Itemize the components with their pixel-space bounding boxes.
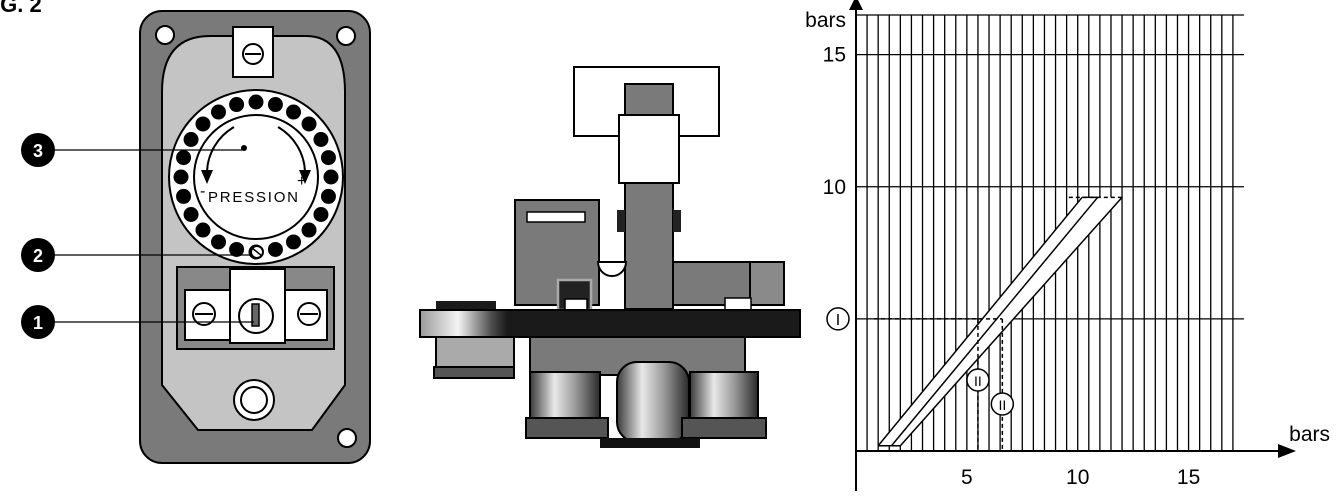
- body-left-slot: [526, 211, 586, 223]
- chart-x-tick-label: 5: [961, 466, 973, 489]
- dial-bead: [286, 104, 301, 120]
- lock-screw-slot: [251, 247, 263, 257]
- left-actuator-foot: [433, 366, 515, 379]
- dial-bead: [195, 116, 211, 132]
- regulator-side-view: [419, 66, 801, 448]
- regulator-front-panel: - + PRESSION 3 2 1: [21, 10, 371, 464]
- dial-bead: [286, 234, 301, 250]
- chart-band-line-lower: [877, 196, 1083, 447]
- dial-plus-sign: +: [297, 173, 306, 190]
- dial-bead: [301, 222, 317, 238]
- figure-label: IG. 2: [0, 0, 42, 17]
- chart-x-axis-label: bars: [1289, 423, 1330, 446]
- bottom-right-nut: [681, 417, 767, 439]
- callout-1-badge: [21, 305, 55, 339]
- body-right-cap: [749, 261, 785, 306]
- callout-3-number: 3: [33, 141, 43, 161]
- dial-bead: [229, 241, 245, 257]
- mounting-screw-hole-top-right: [336, 26, 356, 46]
- body-cup: [596, 261, 628, 277]
- chart-grid: [856, 14, 1244, 451]
- dial-arrow-right-head: [299, 170, 311, 184]
- dial-face: [193, 114, 319, 240]
- chart-marker-II-label: II: [974, 373, 982, 389]
- mounting-screw-hole-top-left: [155, 25, 175, 45]
- left-clip: [436, 301, 496, 310]
- chart-x-axis-arrow: [1278, 444, 1296, 458]
- dial-label: PRESSION: [208, 189, 298, 206]
- dial-arrow-right-arc: [277, 126, 306, 173]
- chart-y-axis-arrow: [849, 0, 863, 10]
- chart-marker-I-circle: [826, 307, 850, 331]
- base-bar: [419, 309, 801, 338]
- dial-bead: [248, 94, 264, 110]
- dial-bead: [211, 104, 226, 120]
- chart-marker-I-label: I: [836, 312, 840, 329]
- dial-minus-sign: -: [200, 183, 205, 200]
- callout-2-number: 2: [33, 246, 43, 266]
- chart-band-line-upper: [890, 196, 1099, 447]
- mounting-screw-hole-bottom-right: [337, 428, 357, 448]
- chart-y-axis-label: bars: [805, 9, 846, 32]
- chart-x-tick-label: 10: [1066, 466, 1089, 489]
- dial-bead: [313, 132, 329, 147]
- chart-band-line-inner: [899, 196, 1123, 447]
- bottom-left-valve: [529, 371, 601, 423]
- adjustment-knob-slot: [251, 303, 260, 327]
- dial-center-dot: [241, 145, 247, 151]
- dial-arrow-left-head: [201, 170, 213, 184]
- dial-bead: [301, 116, 317, 132]
- bottom-left-nut: [525, 417, 609, 439]
- dial-bead: [323, 169, 339, 185]
- dial-bead: [313, 207, 329, 222]
- stem-clip-left: [617, 210, 625, 232]
- dial-bead: [267, 241, 283, 257]
- right-tab: [724, 297, 752, 311]
- dial-bead: [173, 169, 189, 185]
- bottom-port-inner: [240, 386, 268, 414]
- dial-bead: [176, 188, 192, 204]
- stem-clip-right: [673, 210, 681, 232]
- bottom-center-valve: [616, 361, 690, 443]
- dial-bead: [229, 97, 245, 113]
- chart-x-tick-label: 15: [1177, 466, 1200, 489]
- dial-arrow-left-arc: [206, 126, 235, 173]
- bottom-base-bar: [600, 438, 700, 448]
- callout-2-badge: [21, 238, 55, 272]
- chart-tick-labels: 5 10 15 10 15: [823, 44, 1201, 489]
- stem-collar: [618, 114, 680, 184]
- dial-bead: [320, 150, 336, 166]
- left-actuator: [435, 336, 515, 368]
- callout-3-badge: [21, 133, 55, 167]
- dial-bead: [195, 222, 211, 238]
- dial-bead: [176, 150, 192, 166]
- chart-band-fill: [878, 197, 1123, 446]
- dial-bead: [267, 97, 283, 113]
- callout-1-number: 1: [33, 313, 43, 333]
- chart-marker-II-circle: [990, 392, 1015, 416]
- dial-bead-ring: [173, 94, 339, 260]
- bottom-right-valve: [689, 371, 759, 423]
- chart-marker-II-circle: [966, 368, 990, 392]
- chart-marker-II-label: II: [998, 397, 1006, 413]
- dial-bead: [183, 207, 199, 222]
- dial-bead: [211, 234, 226, 250]
- chart-y-tick-label: 15: [823, 44, 846, 67]
- chart-pressure-band: [877, 196, 1123, 447]
- dial-bead: [320, 188, 336, 204]
- chart-y-tick-label: 10: [823, 176, 846, 199]
- center-tab: [564, 298, 588, 311]
- dial-bead: [183, 132, 199, 147]
